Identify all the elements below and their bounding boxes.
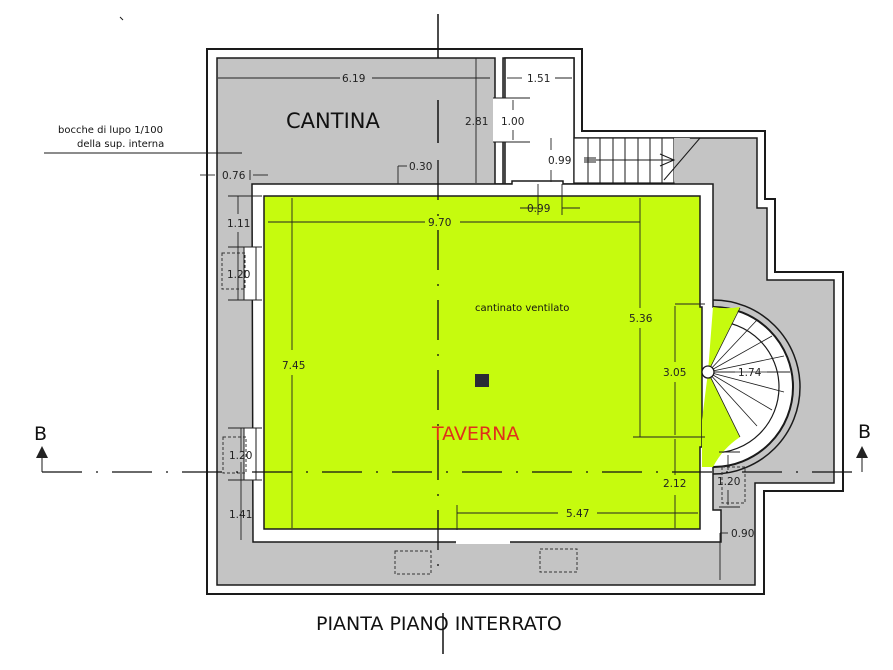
dim-2-12: 2.12: [663, 478, 686, 490]
dim-1-41: 1.41: [229, 509, 252, 521]
dim-5-36: 5.36: [629, 313, 653, 325]
dim-3-05: 3.05: [663, 367, 686, 379]
dim-1-74: 1.74: [738, 367, 762, 379]
section-arrow-right: [856, 446, 868, 458]
stair-room: [504, 57, 575, 185]
spiral-stair: [701, 299, 801, 475]
dim-0-99-stair: 0.99: [548, 155, 571, 167]
taverna-floor: [263, 195, 703, 530]
dim-0-90: 0.90: [731, 528, 754, 540]
dim-1-51: 1.51: [527, 73, 550, 85]
dim-2-81: 2.81: [465, 116, 488, 128]
outer-boundary: [206, 48, 844, 595]
section-arrow-left: [36, 446, 48, 458]
section-label-left: B: [34, 423, 47, 445]
light-well-left-upper: [221, 252, 246, 290]
dim-0-99-door: 0.99: [527, 203, 550, 215]
pillar: [475, 374, 489, 387]
dimension-lines: [200, 58, 790, 580]
dim-0-76: 0.76: [222, 170, 246, 182]
dim-5-47: 5.47: [566, 508, 589, 520]
dim-9-70: 9.70: [428, 217, 451, 229]
dim-0-30: 0.30: [409, 161, 432, 173]
note-line-2: della sup. interna: [77, 139, 164, 150]
dim-1-20-right: 1.20: [717, 476, 740, 488]
note-line-1: bocche di lupo 1/100: [58, 125, 163, 136]
dim-1-20-upper: 1.20: [227, 269, 250, 281]
dim-6-19: 6.19: [342, 73, 365, 85]
plan-title: PIANTA PIANO INTERRATO: [316, 613, 562, 635]
taverna-note: cantinato ventilato: [475, 303, 569, 314]
dim-1-20-lower: 1.20: [229, 450, 252, 462]
cantina-label: CANTINA: [286, 109, 380, 133]
taverna-label: TAVERNA: [431, 423, 519, 445]
stair-landing: [674, 138, 690, 183]
section-label-right: B: [858, 421, 871, 443]
bottom-door-opening: [456, 530, 510, 544]
dim-1-11: 1.11: [227, 218, 250, 230]
dim-1-00: 1.00: [501, 116, 524, 128]
light-well-bottom-left: [394, 550, 432, 575]
light-well-left-lower: [222, 436, 247, 474]
light-well-right: [721, 466, 746, 504]
dim-7-45: 7.45: [282, 360, 305, 372]
cantina-door-opening: [493, 98, 507, 142]
